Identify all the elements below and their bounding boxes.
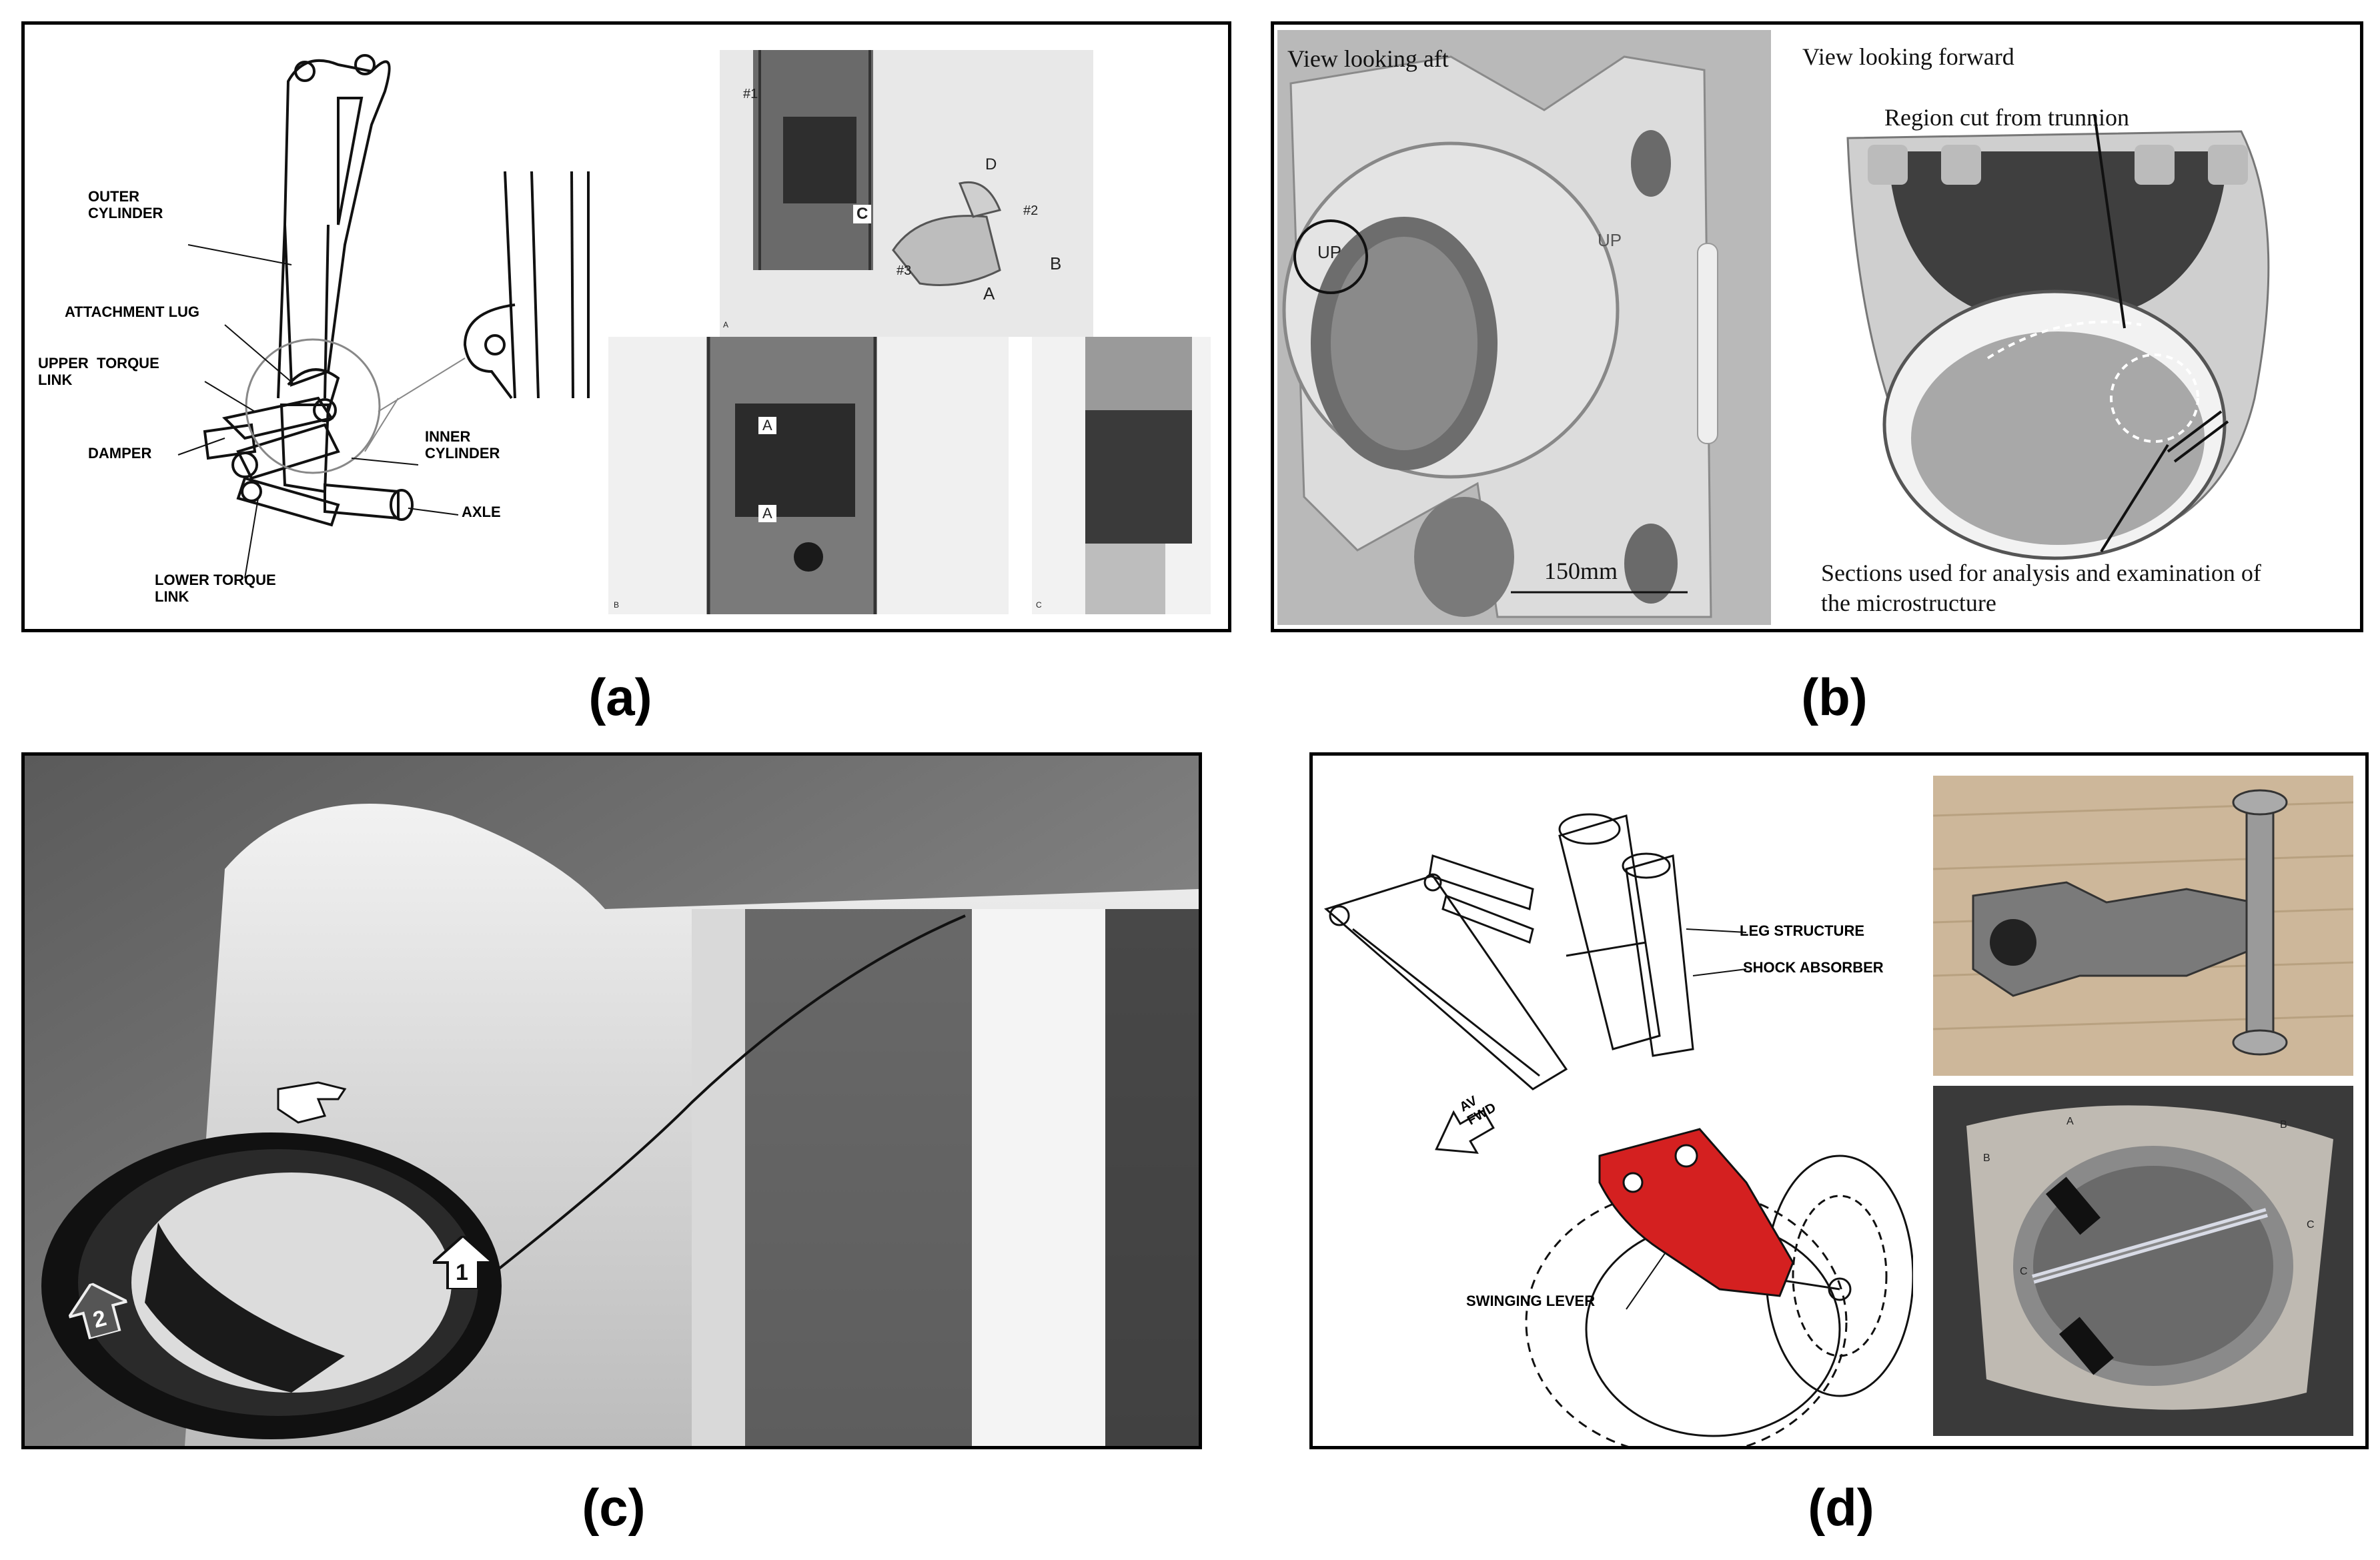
title-view-aft: View looking aft: [1287, 45, 1449, 72]
photo-fracture-b: A A B: [608, 337, 1009, 614]
panel-b: View looking aft 150mm UP UP View lookin…: [1271, 21, 2363, 632]
landing-gear-schematic: [1323, 813, 1913, 1446]
panel-c: 1 2: [21, 752, 1202, 1449]
label-shock-absorber: SHOCK ABSORBER: [1743, 959, 1884, 976]
tag-3: #3: [897, 263, 912, 278]
landing-gear-drawing: [177, 54, 590, 579]
arrow-1-label: 1: [456, 1260, 468, 1285]
surface-tag-c: C: [2307, 1219, 2315, 1231]
subtag-b: B: [614, 600, 620, 610]
scale-bar-label: 150mm: [1544, 558, 1618, 584]
pointing-hand-icon: [271, 1069, 352, 1129]
caption-a: (a): [588, 668, 652, 726]
up-marker-circled: UP: [1317, 242, 1342, 262]
photo-fracture-surface: A B B C C: [1933, 1086, 2353, 1436]
tag-2: #2: [1023, 203, 1039, 218]
mark-a-bottom: A: [758, 505, 776, 522]
label-lower-torque-link: LOWER TORQUE LINK: [155, 572, 276, 606]
tag-c: C: [853, 205, 872, 223]
title-view-forward: View looking forward: [1802, 43, 2014, 70]
caption-c: (c): [582, 1478, 646, 1537]
label-upper-torque-link: UPPER TORQUE LINK: [38, 355, 159, 389]
label-damper: DAMPER: [88, 445, 152, 462]
mark-a-top: A: [758, 417, 776, 434]
label-region-cut: Region cut from trunnion: [1884, 104, 2129, 131]
arrow-1-marker: 1: [433, 1236, 493, 1289]
photo-fracture-c: C: [1032, 337, 1211, 614]
up-marker: UP: [1598, 230, 1622, 250]
tag-1: #1: [743, 87, 758, 101]
surface-tag-b: B: [2280, 1119, 2287, 1130]
label-axle: AXLE: [462, 504, 501, 520]
panel-a: OUTER CYLINDER ATTACHMENT LUG UPPER TORQ…: [21, 21, 1231, 632]
label-outer-cylinder: OUTER CYLINDER: [88, 188, 163, 222]
label-sections-analysis: Sections used for analysis and examinati…: [1821, 560, 2261, 616]
tag-d: D: [985, 155, 997, 173]
subtag-c: C: [1036, 600, 1042, 610]
photo-view-aft: View looking aft 150mm UP UP: [1277, 30, 1771, 625]
label-inner-cylinder: INNER CYLINDER: [425, 428, 500, 462]
photo-fracture-a: #1 #2 #3 C D A B A: [720, 50, 1093, 337]
trunnion-render: [1846, 114, 2270, 560]
label-leg-structure: LEG STRUCTURE: [1740, 922, 1864, 939]
subtag-a: A: [723, 320, 729, 329]
surface-tag-b2: B: [1983, 1152, 1990, 1164]
photo-failed-lever: [1933, 776, 2353, 1076]
label-swinging-lever: SWINGING LEVER: [1466, 1293, 1596, 1309]
surface-tag-c2: C: [2020, 1266, 2028, 1277]
caption-b: (b): [1801, 668, 1868, 726]
arrow-2-marker: 2: [62, 1276, 134, 1343]
tag-a: A: [983, 283, 995, 303]
panel-d: LEG STRUCTURE SHOCK ABSORBER SWINGING LE…: [1309, 752, 2369, 1449]
lug-crack-photo: [25, 756, 1199, 1446]
surface-tag-a: A: [2066, 1116, 2074, 1127]
caption-d: (d): [1808, 1478, 1874, 1537]
tag-b: B: [1050, 253, 1062, 273]
label-attachment-lug: ATTACHMENT LUG: [65, 303, 200, 320]
